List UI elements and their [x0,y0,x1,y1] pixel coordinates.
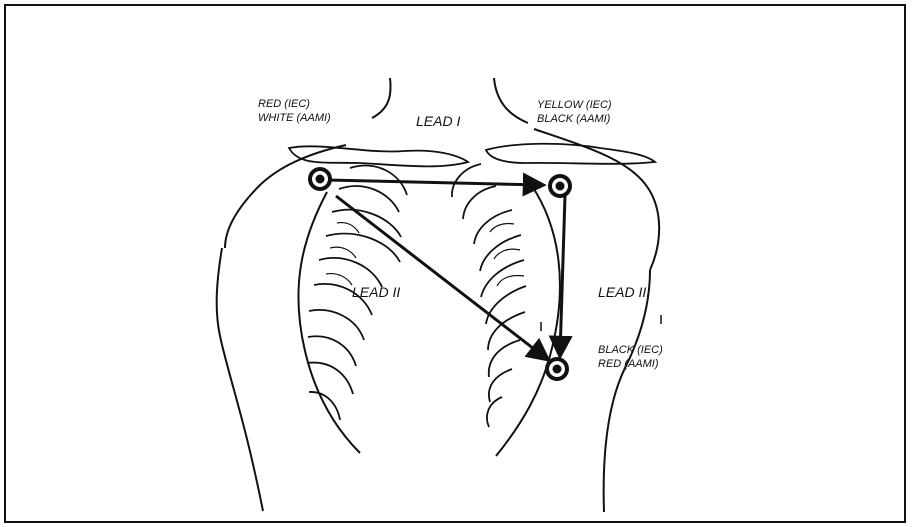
neck-left-outline [372,78,391,118]
rib-shading-right-1 [490,223,514,232]
left-leg-iec-label: BLACK (IEC) [598,344,663,356]
lead-iii-arrow-line [560,196,565,355]
left-arm-aami-label: BLACK (AAMI) [537,113,611,125]
left-rib-8 [308,336,356,366]
right-rib-2 [463,186,496,219]
right-rib-3 [474,210,512,244]
left-rib-2 [339,186,399,212]
right-body-outline [604,270,650,512]
neck-right-outline [494,78,528,123]
electrode-icon [547,359,567,379]
center-body-line-left [298,192,360,453]
left-leg-aami-label: RED (AAMI) [598,358,659,370]
left-collarbone [289,146,468,166]
lead-ii-arrow-line [336,196,547,359]
rib-shading-left-2 [330,247,356,258]
rib-shading-right-2 [494,249,520,259]
right-rib-1 [452,164,481,197]
right-rib-5 [481,260,524,297]
rib-shading-right-3 [497,275,524,286]
left-arm-iec-label: YELLOW (IEC) [537,99,612,111]
electrode-icon [550,176,570,196]
electrode-icon [310,169,330,189]
right-collarbone [486,144,655,164]
left-shoulder-outline [225,145,346,248]
lead-i-arrow-line [327,180,542,185]
lead-i-label: LEAD I [416,113,460,129]
lead-iii-label: LEAD III [598,284,650,300]
right-shoulder-outline [534,129,659,270]
rib-shading-left-1 [337,223,359,233]
right-arm-iec-label: RED (IEC) [258,98,310,110]
right-arm-aami-label: WHITE (AAMI) [258,112,331,124]
left-body-outline [217,248,263,511]
lead-ii-label: LEAD II [352,284,400,300]
